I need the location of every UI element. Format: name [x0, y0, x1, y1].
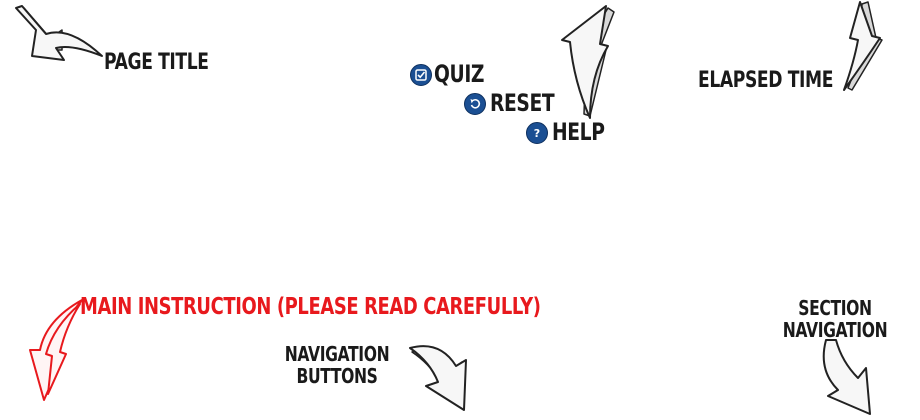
svg-text:?: ?	[534, 127, 540, 139]
section-navigation-line2: NAVIGATION	[782, 318, 888, 342]
navigation-buttons-line1: NAVIGATION	[284, 342, 390, 366]
page-title-label: PAGE TITLE	[104, 50, 209, 75]
page-title-arrow	[15, 5, 103, 61]
reset-label: RESET	[490, 89, 555, 117]
main-instruction-arrow	[29, 299, 83, 401]
navigation-buttons-label: NAVIGATION BUTTONS	[279, 344, 396, 386]
elapsed-time-label: ELAPSED TIME	[698, 68, 834, 93]
navigation-buttons-arrow	[409, 345, 467, 411]
section-navigation-arrow	[822, 339, 871, 415]
main-instruction-label: MAIN INSTRUCTION (PLEASE READ CAREFULLY)	[80, 294, 541, 320]
reset-arrow-icon	[464, 93, 486, 115]
quiz-buttons-arrow	[561, 5, 615, 119]
checkbox-icon	[410, 64, 432, 86]
navigation-buttons-line2: BUTTONS	[296, 364, 378, 388]
question-mark-icon: ?	[526, 122, 548, 144]
help-label: HELP	[552, 118, 605, 146]
section-navigation-line1: SECTION	[798, 296, 872, 320]
quiz-label: QUIZ	[434, 60, 485, 88]
section-navigation-label: SECTION NAVIGATION	[777, 298, 894, 340]
elapsed-time-arrow	[843, 1, 883, 91]
